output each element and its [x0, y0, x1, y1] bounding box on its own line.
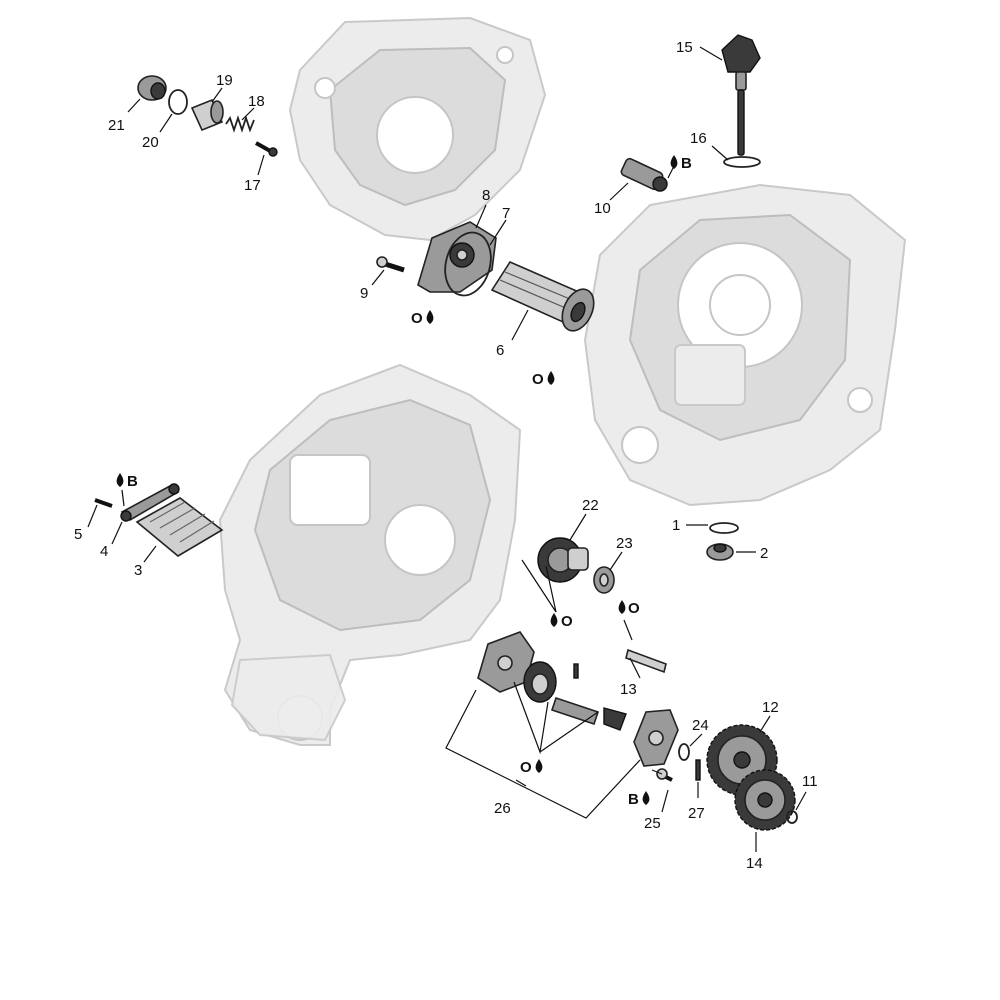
callout-8: 8	[482, 187, 490, 204]
callout-2: 2	[760, 545, 768, 562]
oil-mark-gear-22: O	[550, 613, 573, 630]
callout-18: 18	[248, 93, 265, 110]
part-21-plug[interactable]	[137, 75, 167, 101]
callout-19: 19	[216, 72, 233, 89]
svg-text:B: B	[628, 791, 639, 808]
part-13-pin[interactable]	[625, 648, 667, 674]
callout-5: 5	[74, 526, 82, 543]
svg-text:O: O	[411, 310, 423, 327]
part-1-o-ring[interactable]	[709, 522, 739, 534]
oil-mark-seal-23: O	[618, 600, 640, 617]
callout-14: 14	[746, 855, 763, 872]
part-24-o-ring[interactable]	[678, 743, 690, 761]
ghost-left-crankcase	[218, 363, 522, 746]
callout-12: 12	[762, 699, 779, 716]
part-7-o-ring[interactable]	[438, 227, 497, 300]
callout-11: 11	[802, 773, 818, 790]
svg-text:B: B	[127, 473, 138, 490]
ghost-upper-case-cover	[288, 16, 547, 242]
grease-mark-fitting: B	[670, 155, 692, 172]
callout-23: 23	[616, 535, 633, 552]
part-4-strainer-bracket[interactable]	[120, 483, 180, 522]
part-17-bolt[interactable]	[255, 141, 278, 157]
part-25-bolt[interactable]	[656, 768, 673, 782]
callout-10: 10	[594, 200, 611, 217]
part-19-piston[interactable]	[190, 98, 224, 132]
callout-21: 21	[108, 117, 125, 134]
part-3-strainer[interactable]	[135, 497, 224, 557]
part-10-fitting[interactable]	[620, 157, 668, 192]
callout-16: 16	[690, 130, 707, 147]
svg-text:O: O	[561, 613, 573, 630]
callout-22: 22	[582, 497, 599, 514]
callout-13: 13	[620, 681, 637, 698]
part-23-seal[interactable]	[593, 566, 615, 594]
part-6-oil-filter[interactable]	[490, 260, 600, 336]
part-14-gear[interactable]	[734, 769, 796, 831]
part-20-o-ring[interactable]	[168, 89, 188, 115]
part-18-spring[interactable]	[225, 115, 255, 133]
callout-3: 3	[134, 562, 142, 579]
callout-4: 4	[100, 543, 108, 560]
callout-20: 20	[142, 134, 159, 151]
part-16-o-ring[interactable]	[723, 156, 761, 168]
part-26-oil-pump-assembly[interactable]	[477, 631, 679, 767]
callout-17: 17	[244, 177, 261, 194]
oil-mark-pump: O	[520, 759, 543, 776]
callout-6: 6	[496, 342, 504, 359]
callout-25: 25	[644, 815, 661, 832]
part-11-clip[interactable]	[786, 810, 798, 824]
oil-mark-filter: O	[532, 371, 555, 388]
part-8-filter-cover[interactable]	[417, 221, 497, 293]
svg-text:O: O	[520, 759, 532, 776]
part-22-pump-drive-gear[interactable]	[537, 537, 589, 583]
ghost-right-crankcase	[583, 183, 907, 507]
svg-text:B: B	[681, 155, 692, 172]
part-27-pin[interactable]	[695, 759, 701, 781]
callout-7: 7	[502, 205, 510, 222]
leader-lines	[87, 46, 807, 852]
part-9-bolt[interactable]	[376, 256, 405, 273]
part-2-plug[interactable]	[706, 543, 734, 561]
svg-text:O: O	[628, 600, 640, 617]
grease-mark-bolt-25: B	[628, 791, 650, 808]
callout-numbers: 1 2 3 4 5 6 7 8 9 10 11 12 13 14 15 16 1…	[74, 39, 818, 872]
grease-mark-bolt-5: B	[116, 473, 138, 490]
callout-26: 26	[494, 800, 511, 817]
callout-1: 1	[672, 517, 680, 534]
svg-text:O: O	[532, 371, 544, 388]
lubricant-marks: O O O O O B B B	[116, 155, 692, 808]
part-5-bolt[interactable]	[94, 498, 113, 508]
part-15-dipstick[interactable]	[721, 34, 761, 156]
callout-27: 27	[688, 805, 705, 822]
oil-mark-filter-cover: O	[411, 310, 434, 327]
callout-24: 24	[692, 717, 709, 734]
callout-15: 15	[676, 39, 693, 56]
callout-9: 9	[360, 285, 368, 302]
